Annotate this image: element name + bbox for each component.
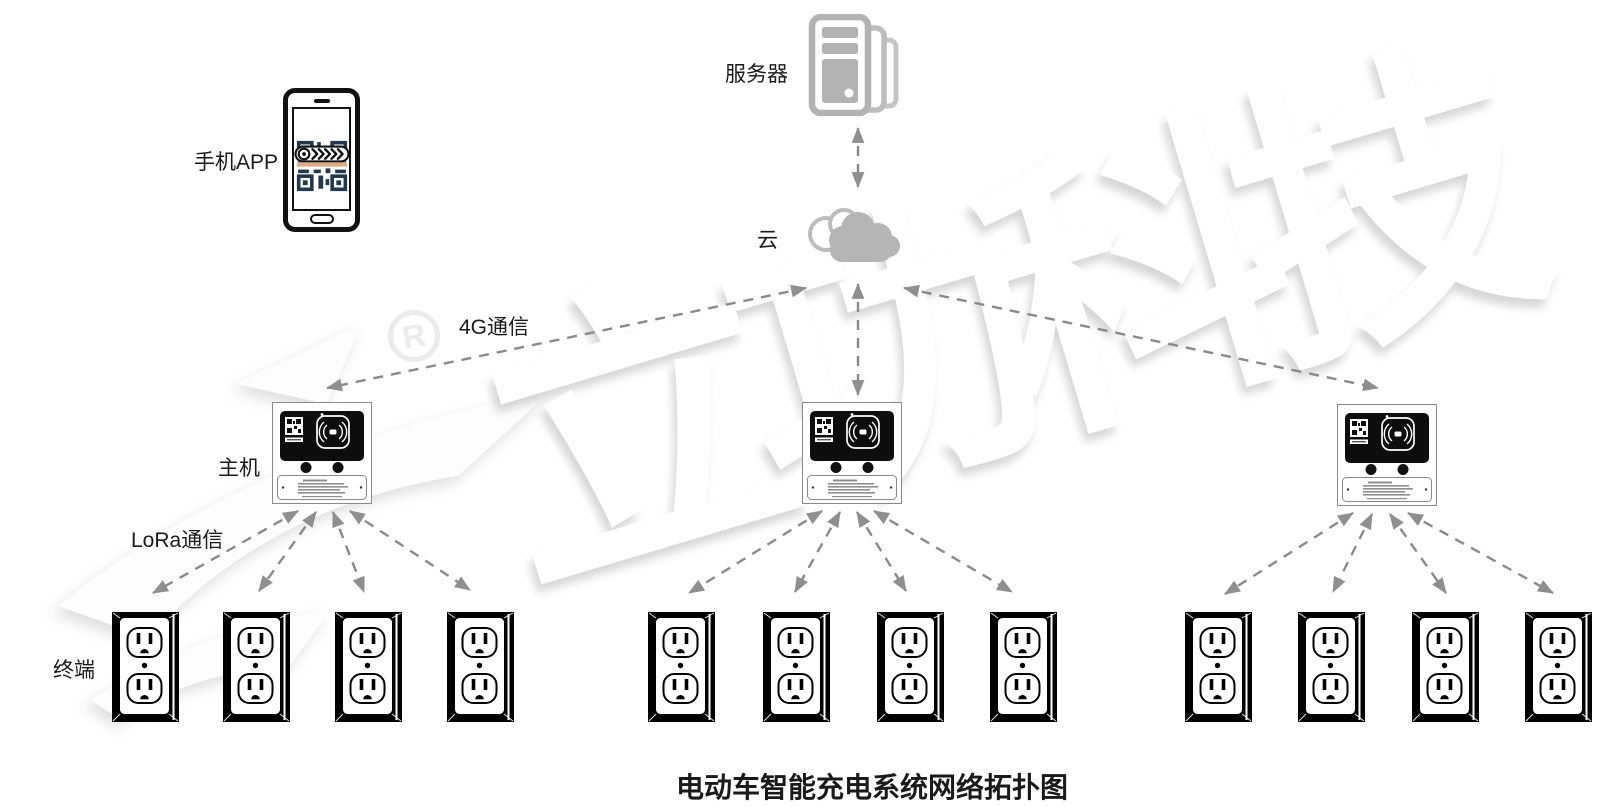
terminal-outlet-icon-11 bbox=[1412, 612, 1479, 722]
link-host1-outlet3 bbox=[331, 511, 366, 593]
slide-unlock-icon bbox=[294, 145, 349, 163]
terminal-outlet-icon-7 bbox=[877, 612, 944, 722]
terminal-label: 终端 bbox=[53, 659, 95, 682]
link-host3-outlet2 bbox=[1331, 513, 1374, 593]
host-device-icon-1 bbox=[272, 402, 372, 504]
phone-home-button bbox=[309, 214, 334, 224]
phone-speaker bbox=[313, 99, 330, 103]
terminal-outlet-icon-12 bbox=[1525, 612, 1592, 722]
terminal-outlet-icon-3 bbox=[335, 612, 402, 722]
link-4g-label: 4G通信 bbox=[459, 316, 530, 339]
host-device-icon-3 bbox=[1337, 404, 1437, 506]
link-cloud-host3 bbox=[902, 284, 1380, 392]
cloud-label: 云 bbox=[757, 229, 778, 252]
cloud-icon bbox=[796, 196, 914, 274]
terminal-outlet-icon-9 bbox=[1185, 612, 1252, 722]
terminal-outlet-icon-2 bbox=[223, 612, 290, 722]
host-device-icon-2 bbox=[802, 402, 902, 504]
smartphone-icon bbox=[283, 88, 360, 232]
terminal-outlet-icon-1 bbox=[112, 612, 179, 722]
link-host2-outlet2 bbox=[793, 511, 842, 593]
link-cloud-host1 bbox=[325, 284, 808, 392]
terminal-outlet-icon-10 bbox=[1298, 612, 1365, 722]
phone-label: 手机APP bbox=[193, 151, 278, 174]
link-host2-outlet4 bbox=[873, 509, 1013, 594]
host-label: 主机 bbox=[218, 457, 260, 480]
link-host1-outlet4 bbox=[349, 509, 471, 592]
link-host3-outlet4 bbox=[1407, 511, 1554, 595]
qr-scanline bbox=[296, 163, 347, 167]
terminal-outlet-icon-4 bbox=[447, 612, 514, 722]
link-host2-outlet3 bbox=[855, 511, 908, 592]
link-lora-label: LoRa通信 bbox=[131, 529, 224, 552]
diagram-title: 电动车智能充电系统网络拓扑图 bbox=[675, 772, 1068, 803]
terminal-outlet-icon-6 bbox=[763, 612, 830, 722]
link-host3-outlet3 bbox=[1389, 513, 1447, 594]
server-icon bbox=[808, 14, 900, 116]
link-host3-outlet1 bbox=[1224, 511, 1354, 596]
terminal-outlet-icon-8 bbox=[990, 612, 1057, 722]
phone-screen bbox=[292, 107, 351, 211]
link-host1-outlet2 bbox=[258, 511, 317, 592]
server-label: 服务器 bbox=[725, 63, 788, 86]
terminal-outlet-icon-5 bbox=[648, 612, 715, 722]
